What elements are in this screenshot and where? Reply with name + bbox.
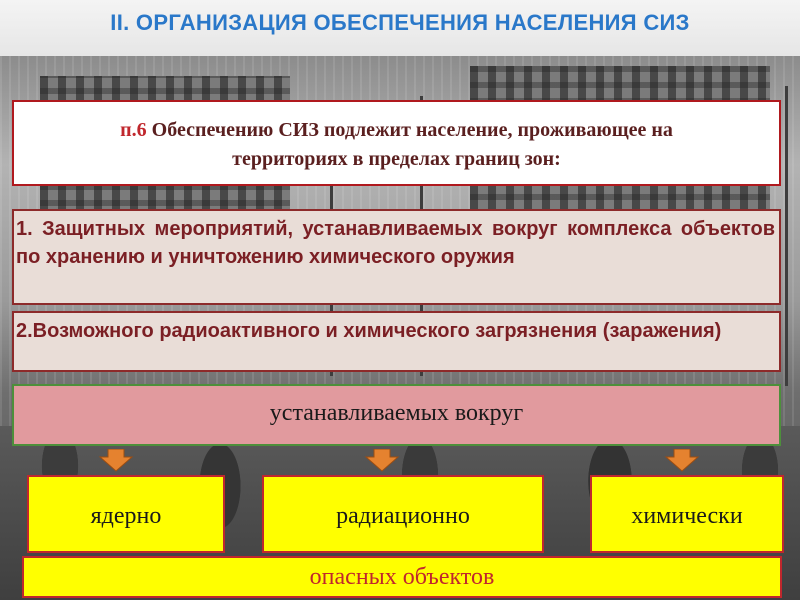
- object-box-nuclear: ядерно: [27, 475, 225, 553]
- zone-item-2-text: 2.Возможного радиоактивного и химическог…: [16, 320, 722, 342]
- down-arrow-icon: [98, 449, 134, 472]
- object-box-chemical: химически: [590, 475, 784, 553]
- slide-title: II. ОРГАНИЗАЦИЯ ОБЕСПЕЧЕНИЯ НАСЕЛЕНИЯ СИ…: [110, 10, 690, 35]
- hazardous-objects-text: опасных объектов: [309, 564, 495, 590]
- center-box-text: устанавливаемых вокруг: [269, 400, 524, 426]
- intro-lead: п.6: [120, 119, 147, 141]
- object-box-nuclear-text: ядерно: [90, 503, 162, 529]
- center-box: устанавливаемых вокруг: [12, 384, 781, 446]
- down-arrow-icon: [364, 449, 400, 472]
- intro-line-1: Обеспечению СИЗ подлежит население, прож…: [146, 119, 673, 141]
- title-bar: II. ОРГАНИЗАЦИЯ ОБЕСПЕЧЕНИЯ НАСЕЛЕНИЯ СИ…: [0, 0, 800, 56]
- zone-item-1-text: 1. Защитных мероприятий, устанавливаемых…: [16, 218, 775, 268]
- background-tree: [785, 86, 788, 386]
- down-arrow-icon: [664, 449, 700, 472]
- zone-item-1: 1. Защитных мероприятий, устанавливаемых…: [12, 209, 781, 305]
- object-box-radiation: радиационно: [262, 475, 544, 553]
- hazardous-objects-box: опасных объектов: [22, 556, 782, 598]
- object-box-radiation-text: радиационно: [336, 503, 470, 529]
- intro-text: п.6 Обеспечению СИЗ подлежит население, …: [14, 116, 779, 174]
- intro-box: п.6 Обеспечению СИЗ подлежит население, …: [12, 100, 781, 186]
- intro-line-2: территориях в пределах границ зон:: [232, 148, 561, 170]
- object-box-chemical-text: химически: [631, 503, 743, 529]
- zone-item-2: 2.Возможного радиоактивного и химическог…: [12, 311, 781, 372]
